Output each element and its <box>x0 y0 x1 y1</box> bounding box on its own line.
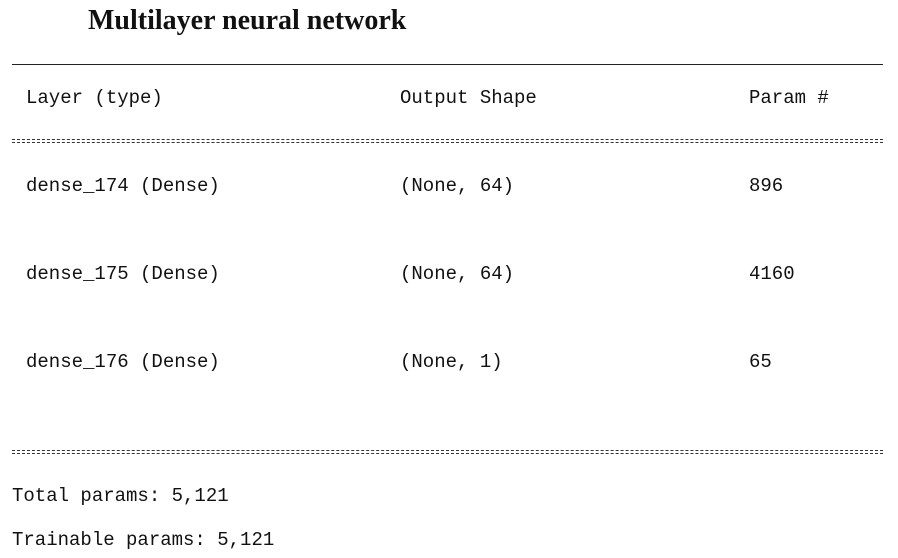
layer-name: dense_175 (Dense) <box>26 263 220 285</box>
header-separator <box>12 139 883 143</box>
total-params: Total params: 5,121 <box>12 485 229 507</box>
layer-name: dense_176 (Dense) <box>26 351 220 373</box>
output-shape: (None, 1) <box>400 351 503 373</box>
header-layer-type: Layer (type) <box>26 87 163 109</box>
trainable-params: Trainable params: 5,121 <box>12 529 275 551</box>
header-param-count: Param # <box>749 87 829 109</box>
layer-name: dense_174 (Dense) <box>26 175 220 197</box>
header-output-shape: Output Shape <box>400 87 537 109</box>
param-count: 4160 <box>749 263 795 285</box>
footer-separator <box>12 450 883 454</box>
page-title: Multilayer neural network <box>88 5 407 36</box>
param-count: 65 <box>749 351 772 373</box>
top-rule <box>12 64 883 65</box>
param-count: 896 <box>749 175 784 197</box>
output-shape: (None, 64) <box>400 263 515 285</box>
output-shape: (None, 64) <box>400 175 515 197</box>
